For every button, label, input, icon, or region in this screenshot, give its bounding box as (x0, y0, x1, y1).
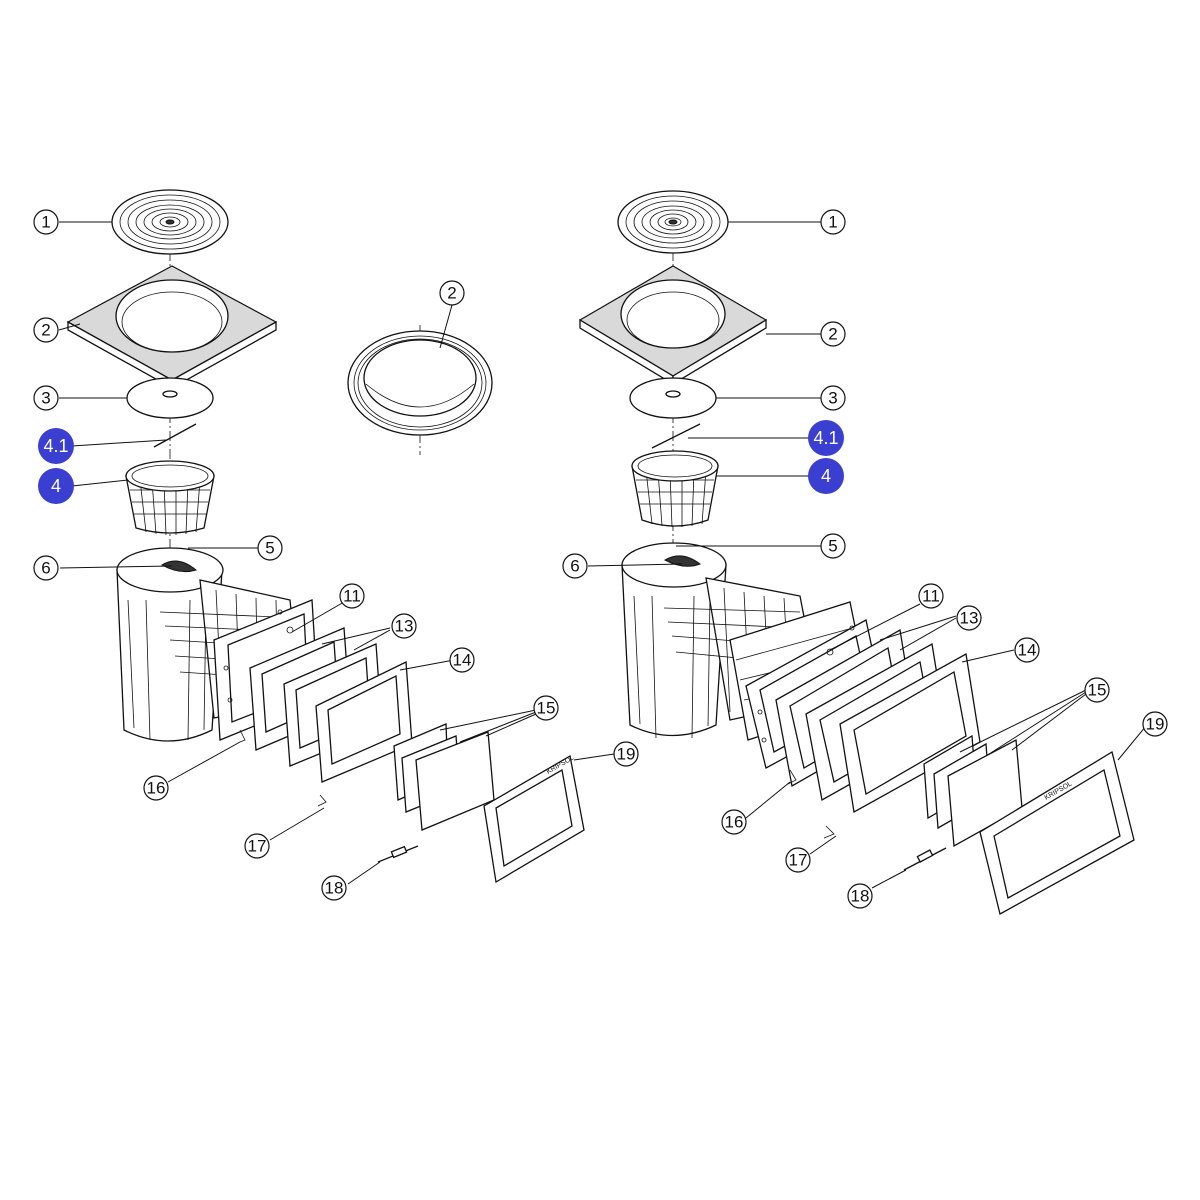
callout-1: 1 (820, 209, 846, 235)
right-view: KRIPSOL 1 2 3 4.1 4 5 6 1 (562, 190, 1168, 915)
part-basket (631, 450, 719, 528)
svg-text:13: 13 (395, 617, 414, 636)
svg-text:15: 15 (1088, 681, 1107, 700)
part-pin (377, 845, 419, 863)
callout-16: 16 (143, 775, 169, 801)
callout-19: 19 (613, 741, 639, 767)
callout-14: 14 (449, 647, 475, 673)
callout-18: 18 (847, 883, 873, 909)
part-front-flange (839, 652, 981, 814)
svg-text:16: 16 (147, 779, 166, 798)
callout-1: 1 (33, 209, 59, 235)
svg-text:15: 15 (537, 699, 556, 718)
svg-text:16: 16 (725, 813, 744, 832)
part-basket (125, 460, 215, 536)
svg-text:4: 4 (821, 466, 831, 486)
callout-13: 13 (956, 605, 982, 631)
svg-text:1: 1 (41, 213, 50, 232)
callout-15: 15 (1084, 677, 1110, 703)
callout-19: 19 (1142, 711, 1168, 737)
part-lid (617, 190, 729, 254)
callout-6: 6 (562, 553, 588, 579)
part-weir-door (393, 723, 495, 831)
svg-text:1: 1 (828, 213, 837, 232)
svg-text:11: 11 (343, 587, 361, 606)
callout-16: 16 (721, 809, 747, 835)
part-screw-17 (317, 794, 327, 807)
part-basket-handle (651, 423, 701, 449)
middle-view: 2 (347, 280, 493, 455)
svg-text:18: 18 (851, 887, 870, 906)
left-view: KRIPSOL 1 2 3 4.1 4 5 (33, 189, 639, 901)
svg-text:3: 3 (828, 389, 837, 408)
svg-text:14: 14 (453, 651, 472, 670)
part-screw-17 (823, 825, 835, 839)
part-collar (578, 265, 768, 386)
middle-leader (439, 304, 453, 349)
svg-text:19: 19 (1146, 715, 1165, 734)
svg-text:19: 19 (617, 745, 636, 764)
callout-11: 11 (918, 583, 944, 609)
callout-4-1: 4.1 (808, 420, 844, 456)
svg-text:11: 11 (922, 587, 940, 606)
callout-14: 14 (1014, 637, 1040, 663)
svg-text:2: 2 (41, 321, 50, 340)
part-disk (126, 377, 214, 419)
left-leaders (58, 221, 615, 885)
svg-text:5: 5 (265, 539, 274, 558)
svg-text:13: 13 (960, 609, 979, 628)
part-collar (66, 265, 278, 390)
part-weir-door (923, 734, 1023, 848)
svg-text:4: 4 (51, 476, 61, 496)
svg-text:6: 6 (41, 559, 50, 578)
callout-3: 3 (33, 385, 59, 411)
svg-text:17: 17 (789, 851, 808, 870)
callout-2: 2 (439, 280, 465, 306)
callout-17: 17 (785, 847, 811, 873)
callout-6: 6 (33, 555, 59, 581)
callout-5: 5 (820, 533, 846, 559)
svg-text:5: 5 (828, 537, 837, 556)
callout-18: 18 (321, 875, 347, 901)
svg-text:2: 2 (828, 325, 837, 344)
callout-13: 13 (391, 613, 417, 639)
svg-text:14: 14 (1018, 641, 1037, 660)
callout-4-1: 4.1 (38, 428, 74, 464)
part-disk (629, 377, 717, 419)
svg-text:6: 6 (570, 557, 579, 576)
callout-11: 11 (339, 583, 365, 609)
callout-2: 2 (33, 317, 59, 343)
callout-4: 4 (808, 458, 844, 494)
part-basket-handle (153, 423, 197, 448)
part-pin (903, 847, 947, 871)
part-trim-frame: KRIPSOL (483, 754, 585, 884)
svg-text:17: 17 (248, 837, 267, 856)
svg-text:3: 3 (41, 389, 50, 408)
part-screws (787, 769, 797, 785)
callout-4: 4 (38, 468, 74, 504)
callout-15: 15 (533, 695, 559, 721)
part-screws (239, 729, 246, 743)
svg-text:4.1: 4.1 (813, 428, 838, 448)
callout-17: 17 (244, 833, 270, 859)
callout-5: 5 (257, 535, 283, 561)
callout-2: 2 (820, 321, 846, 347)
svg-text:2: 2 (447, 284, 456, 303)
part-collar-ring (347, 330, 493, 436)
svg-text:18: 18 (325, 879, 344, 898)
svg-text:4.1: 4.1 (43, 436, 68, 456)
right-leaders (587, 221, 1147, 889)
callout-3: 3 (820, 385, 846, 411)
part-lid (111, 189, 229, 255)
